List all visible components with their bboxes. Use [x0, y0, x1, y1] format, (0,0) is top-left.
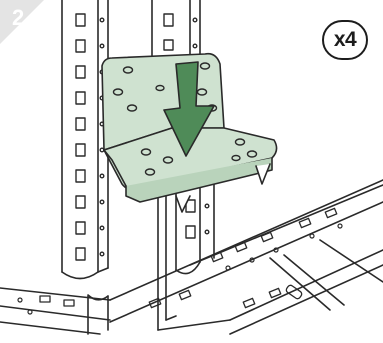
quantity-badge: x4	[322, 20, 368, 60]
upright-post-left	[62, 0, 108, 334]
shelf-rails	[0, 180, 383, 334]
quantity-label: x4	[334, 28, 356, 52]
step-number: 2	[12, 5, 24, 31]
